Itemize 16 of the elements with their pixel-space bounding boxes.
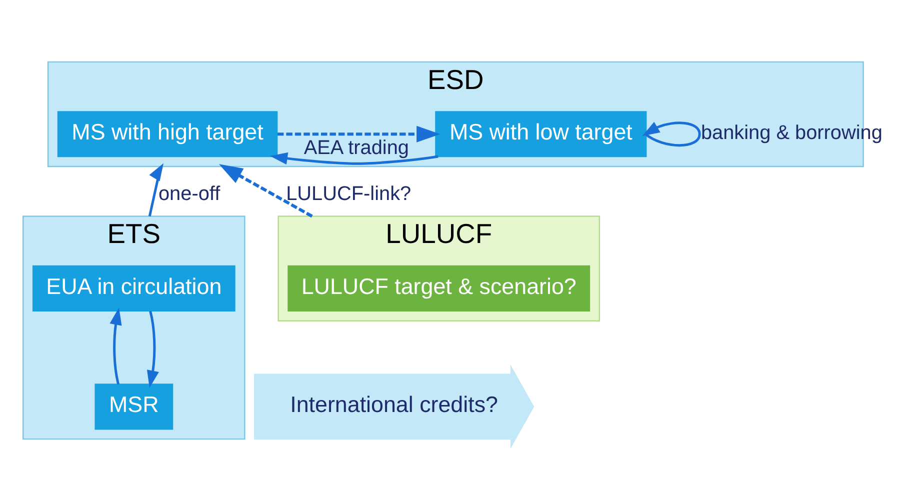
node-box: LULUCF target & scenario? bbox=[288, 265, 590, 312]
arrow bbox=[270, 152, 438, 165]
arrow bbox=[642, 122, 701, 147]
node-box: MSR bbox=[94, 384, 174, 430]
arrow bbox=[146, 310, 159, 388]
arrow bbox=[110, 308, 122, 384]
arrow bbox=[219, 164, 313, 218]
edge-label: LULUCF-link? bbox=[286, 182, 412, 205]
node-box: MS with low target bbox=[435, 111, 647, 158]
edge-label: one-off bbox=[158, 182, 220, 205]
edge-label: AEA trading bbox=[304, 136, 409, 159]
edge-label: banking & borrowing bbox=[700, 122, 882, 144]
node-box: MS with high target bbox=[57, 111, 278, 158]
node-box: EUA in circulation bbox=[32, 265, 236, 312]
arrow bbox=[278, 126, 440, 142]
arrow bbox=[148, 163, 164, 217]
